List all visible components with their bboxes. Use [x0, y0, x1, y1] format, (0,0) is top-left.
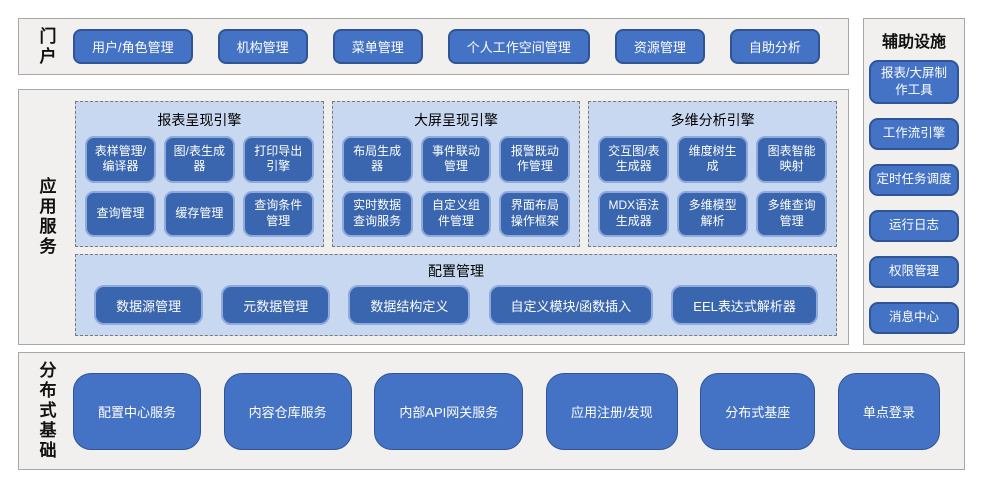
distributed-label-column: 分布式基础 — [19, 361, 73, 461]
alarm-action-management-button[interactable]: 报警既动作管理 — [499, 136, 571, 183]
print-export-engine-button[interactable]: 打印导出引擎 — [242, 136, 314, 183]
portal-label-column: 门户 — [19, 27, 73, 67]
interactive-chart-generator-button[interactable]: 交互图/表生成器 — [598, 136, 670, 183]
report-render-engine-grid: 表样管理/编译器 图/表生成器 打印导出引擎 查询管理 缓存管理 查询条件管理 — [85, 136, 314, 237]
self-service-analysis-button[interactable]: 自助分析 — [729, 29, 820, 64]
scheduled-task-scheduler-button[interactable]: 定时任务调度 — [869, 163, 959, 196]
report-render-engine-title: 报表呈现引擎 — [157, 112, 242, 128]
realtime-data-query-service-button[interactable]: 实时数据查询服务 — [341, 190, 413, 237]
config-center-service-button[interactable]: 配置中心服务 — [73, 372, 202, 450]
config-management-title: 配置管理 — [428, 263, 484, 279]
app-registration-discovery-button[interactable]: 应用注册/发现 — [545, 372, 678, 450]
distributed-foundation-section: 分布式基础 配置中心服务 内容仓库服务 内部API网关服务 应用注册/发现 分布… — [18, 352, 965, 470]
content-repository-service-button[interactable]: 内容仓库服务 — [223, 372, 352, 450]
config-management-row: 数据源管理 元数据管理 数据结构定义 自定义模块/函数插入 EEL表达式解析器 — [86, 285, 826, 325]
portal-section: 门户 用户/角色管理 机构管理 菜单管理 个人工作空间管理 资源管理 自助分析 — [18, 18, 849, 75]
chart-table-generator-button[interactable]: 图/表生成器 — [163, 136, 235, 183]
auxiliary-facilities-section: 辅助设施 报表/大屏制作工具 工作流引擎 定时任务调度 运行日志 权限管理 消息… — [863, 18, 965, 345]
olap-engine-title: 多维分析引擎 — [670, 112, 755, 128]
datasource-management-button[interactable]: 数据源管理 — [94, 285, 204, 325]
report-style-compiler-button[interactable]: 表样管理/编译器 — [85, 136, 156, 183]
custom-module-function-insert-button[interactable]: 自定义模块/函数插入 — [488, 285, 654, 325]
portal-section-label: 门户 — [36, 26, 56, 67]
query-management-button[interactable]: 查询管理 — [85, 190, 156, 237]
resource-management-button[interactable]: 资源管理 — [614, 29, 705, 64]
menu-management-button[interactable]: 菜单管理 — [332, 29, 423, 64]
org-management-button[interactable]: 机构管理 — [217, 29, 308, 64]
cache-management-button[interactable]: 缓存管理 — [163, 190, 235, 237]
query-condition-management-button[interactable]: 查询条件管理 — [242, 190, 314, 237]
distributed-base-button[interactable]: 分布式基座 — [700, 372, 816, 450]
bigscreen-render-engine-title: 大屏呈现引擎 — [414, 112, 498, 128]
report-render-engine-box: 报表呈现引擎 表样管理/编译器 图/表生成器 打印导出引擎 查询管理 缓存管理 … — [75, 101, 324, 247]
internal-api-gateway-service-button[interactable]: 内部API网关服务 — [374, 372, 524, 450]
message-center-button[interactable]: 消息中心 — [869, 301, 959, 334]
dimension-tree-generation-button[interactable]: 维度树生成 — [677, 136, 749, 183]
workflow-engine-button[interactable]: 工作流引擎 — [869, 117, 959, 150]
portal-button-row: 用户/角色管理 机构管理 菜单管理 个人工作空间管理 资源管理 自助分析 — [73, 29, 848, 64]
auxiliary-facilities-title: 辅助设施 — [881, 34, 946, 51]
app-services-section-label: 应用服务 — [36, 177, 56, 257]
multidim-model-parsing-button[interactable]: 多维模型解析 — [677, 190, 749, 237]
distributed-section-label: 分布式基础 — [36, 361, 56, 461]
personal-workspace-management-button[interactable]: 个人工作空间管理 — [447, 29, 590, 64]
config-management-box: 配置管理 数据源管理 元数据管理 数据结构定义 自定义模块/函数插入 EEL表达… — [75, 254, 837, 336]
olap-engine-box: 多维分析引擎 交互图/表生成器 维度树生成 图表智能映射 MDX语法生成器 多维… — [588, 101, 838, 247]
multidim-query-management-button[interactable]: 多维查询管理 — [756, 190, 828, 237]
report-bigscreen-authoring-tool-button[interactable]: 报表/大屏制作工具 — [869, 60, 959, 104]
custom-component-management-button[interactable]: 自定义组件管理 — [420, 190, 492, 237]
app-services-section: 应用服务 报表呈现引擎 表样管理/编译器 图/表生成器 打印导出引擎 查询管理 … — [18, 89, 849, 345]
bigscreen-render-engine-box: 大屏呈现引擎 布局生成器 事件联动管理 报警既动作管理 实时数据查询服务 自定义… — [331, 101, 581, 247]
mdx-syntax-generator-button[interactable]: MDX语法生成器 — [598, 190, 670, 237]
distributed-button-row: 配置中心服务 内容仓库服务 内部API网关服务 应用注册/发现 分布式基座 单点… — [73, 372, 964, 450]
data-structure-definition-button[interactable]: 数据结构定义 — [348, 285, 471, 325]
olap-engine-grid: 交互图/表生成器 维度树生成 图表智能映射 MDX语法生成器 多维模型解析 多维… — [598, 136, 828, 237]
event-linkage-management-button[interactable]: 事件联动管理 — [420, 136, 492, 183]
run-log-button[interactable]: 运行日志 — [869, 209, 959, 242]
engine-row: 报表呈现引擎 表样管理/编译器 图/表生成器 打印导出引擎 查询管理 缓存管理 … — [75, 101, 838, 247]
metadata-management-button[interactable]: 元数据管理 — [221, 285, 331, 325]
eel-expression-parser-button[interactable]: EEL表达式解析器 — [671, 285, 818, 325]
permission-management-button[interactable]: 权限管理 — [869, 255, 959, 288]
bigscreen-render-engine-grid: 布局生成器 事件联动管理 报警既动作管理 实时数据查询服务 自定义组件管理 界面… — [341, 136, 571, 237]
app-services-label-column: 应用服务 — [19, 90, 73, 344]
single-sign-on-button[interactable]: 单点登录 — [837, 372, 940, 450]
layout-generator-button[interactable]: 布局生成器 — [341, 136, 413, 183]
ui-layout-framework-button[interactable]: 界面布局操作框架 — [499, 190, 571, 237]
auxiliary-button-column: 报表/大屏制作工具 工作流引擎 定时任务调度 运行日志 权限管理 消息中心 — [869, 60, 959, 346]
chart-smart-mapping-button[interactable]: 图表智能映射 — [756, 136, 828, 183]
user-role-management-button[interactable]: 用户/角色管理 — [73, 29, 193, 64]
app-services-content: 报表呈现引擎 表样管理/编译器 图/表生成器 打印导出引擎 查询管理 缓存管理 … — [73, 90, 848, 344]
